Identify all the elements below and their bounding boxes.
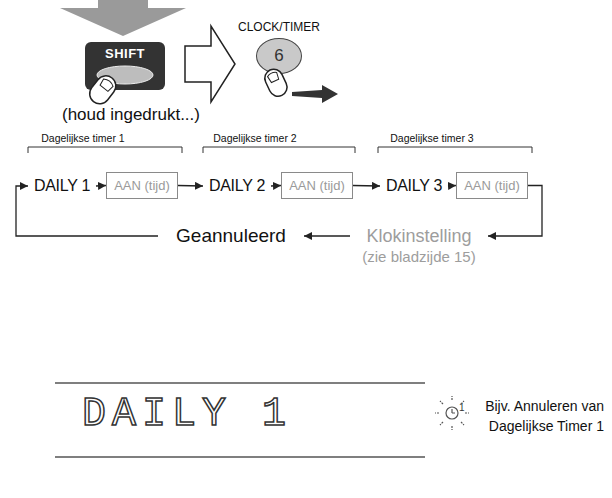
bracket-label: Dagelijkse timer 3	[377, 132, 487, 144]
bracket-label: Dagelijkse timer 2	[200, 132, 310, 144]
node-subtext: (zie bladzijde 15)	[362, 247, 475, 266]
node-text: DAILY 2	[209, 177, 265, 195]
node-text: SHIFT	[105, 46, 145, 61]
round-button: 6	[256, 38, 302, 74]
node-text: AAN (tijd)	[114, 178, 170, 193]
timer-number: 1	[459, 402, 471, 413]
node-subtext: 6	[274, 46, 283, 66]
example-note: Bijv. Annuleren van Dagelijkse Timer 1	[468, 396, 604, 436]
node-text: AAN (tijd)	[289, 178, 345, 193]
shift-button: SHIFT	[85, 42, 165, 90]
bracket-label: Dagelijkse timer 1	[28, 132, 138, 144]
bracket	[378, 147, 532, 153]
flow-arrow	[304, 235, 350, 236]
bracket	[203, 147, 355, 153]
hold-note: (houd ingedrukt...)	[62, 105, 242, 125]
on-time-box: AAN (tijd)	[106, 172, 178, 199]
flow-arrow	[271, 185, 281, 187]
flow-arrow	[178, 185, 203, 187]
clock-timer-button: CLOCK/TIMER 6	[234, 20, 324, 84]
timer-step: DAILY 1	[28, 174, 96, 198]
display-text: DAILY 1	[82, 392, 322, 437]
timer-icon	[435, 396, 469, 430]
node-text: CLOCK/TIMER	[238, 20, 320, 34]
timer-step: DAILY 3	[380, 174, 448, 198]
display-edge	[55, 456, 425, 458]
step-arrow	[185, 26, 235, 102]
flow-arrow	[448, 185, 456, 187]
clock-setting-step: Klokinstelling(zie bladzijde 15)	[350, 224, 488, 268]
release-arrow	[292, 85, 338, 103]
node-text: AAN (tijd)	[464, 178, 520, 193]
flow-arrow	[353, 185, 380, 187]
node-text: Klokinstelling	[366, 226, 471, 247]
on-time-box: AAN (tijd)	[456, 172, 528, 199]
cancelled-step: Geannuleerd	[158, 223, 304, 249]
node-text: DAILY 3	[386, 177, 442, 195]
node-text: Geannuleerd	[176, 225, 286, 247]
on-time-box: AAN (tijd)	[281, 172, 353, 199]
bracket	[28, 147, 182, 153]
node-text: DAILY 1	[34, 177, 90, 195]
flow-arrow	[96, 185, 106, 187]
display-edge	[55, 382, 425, 384]
timer-step: DAILY 2	[203, 174, 271, 198]
press-arrow	[60, 0, 186, 36]
